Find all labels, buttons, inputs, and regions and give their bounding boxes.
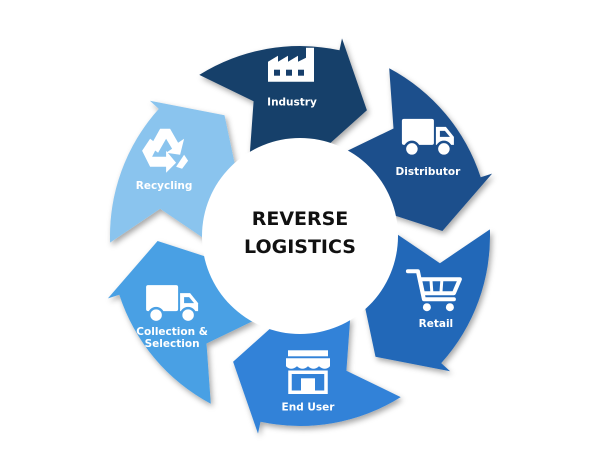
center-circle — [202, 138, 398, 334]
factory-icon — [268, 47, 314, 82]
arrow-segment-end-user — [233, 316, 401, 434]
center-title-line1: REVERSE — [252, 208, 349, 230]
segment-label-end-user: End User — [282, 401, 336, 413]
arrow-segment-industry — [199, 38, 367, 156]
arrow-segment-recycling — [109, 100, 239, 243]
delivery-truck-icon — [146, 285, 199, 324]
center-title-line2: LOGISTICS — [244, 236, 356, 258]
segment-label-distributor: Distributor — [396, 166, 462, 178]
storefront-icon — [286, 350, 330, 395]
segment-label-retail: Retail — [419, 318, 454, 330]
truck-icon — [401, 118, 454, 158]
segment-label-recycling: Recycling — [136, 180, 193, 192]
segment-label-collection-2: Selection — [145, 338, 200, 350]
segment-label-industry: Industry — [267, 97, 317, 109]
arrow-segment-collection — [107, 241, 256, 404]
segment-label-collection-1: Collection & — [136, 326, 208, 338]
segment-icons — [142, 47, 462, 395]
recycle-icon — [142, 128, 189, 173]
shopping-cart-icon — [405, 269, 462, 312]
